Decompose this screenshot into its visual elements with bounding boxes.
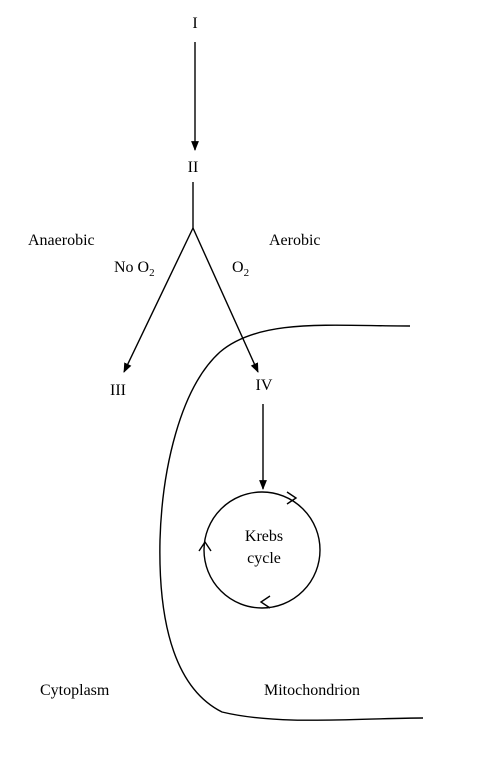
oxygen-subscript: 2 <box>244 267 250 279</box>
stage-label-iv: IV <box>256 377 273 394</box>
cytoplasm-label: Cytoplasm <box>40 682 110 699</box>
no-oxygen-label: No O2 <box>114 259 155 279</box>
cycle-chevron-top-right <box>286 491 298 505</box>
cycle-chevron-bottom <box>259 595 271 609</box>
cycle-chevron-left <box>198 540 212 552</box>
no-oxygen-text: No O <box>114 259 149 276</box>
krebs-label-line2: cycle <box>247 550 281 567</box>
no-oxygen-subscript: 2 <box>149 267 155 279</box>
stage-label-i: I <box>192 15 197 32</box>
krebs-label-line1: Krebs <box>245 528 283 545</box>
oxygen-label: O2 <box>232 259 249 279</box>
arrow-ii-to-iv <box>192 227 259 373</box>
oxygen-text: O <box>232 259 244 276</box>
anaerobic-label: Anaerobic <box>28 232 95 249</box>
krebs-cycle-circle <box>203 491 321 609</box>
mitochondrion-membrane <box>159 324 424 721</box>
stage-label-iii: III <box>110 382 126 399</box>
arrow-ii-to-iii <box>123 227 194 373</box>
aerobic-label: Aerobic <box>269 232 321 249</box>
mitochondrion-label: Mitochondrion <box>264 682 360 699</box>
stage-label-ii: II <box>188 159 199 176</box>
